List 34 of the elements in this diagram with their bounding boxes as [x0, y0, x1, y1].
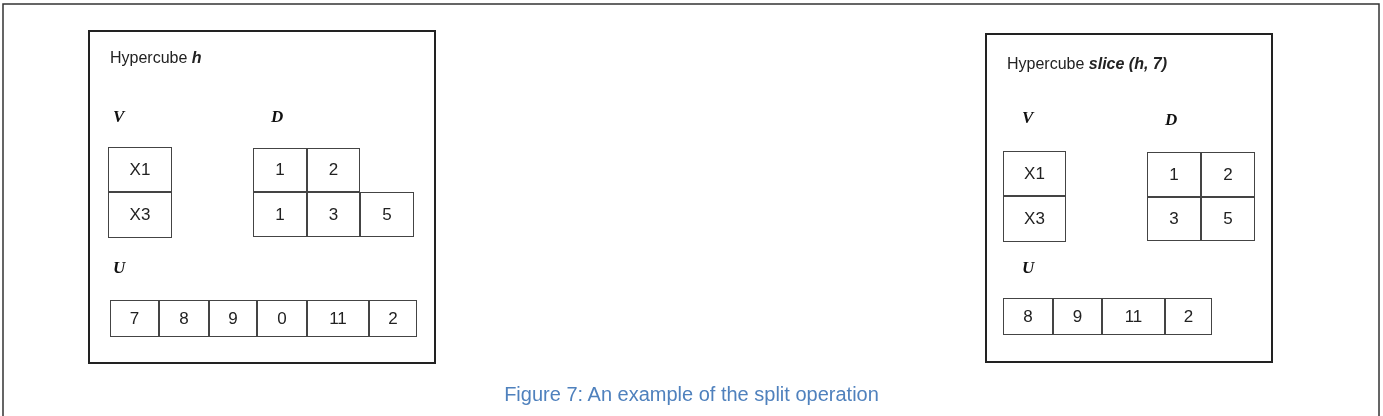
figure-caption: Figure 7: An example of the split operation	[504, 383, 879, 405]
panel-heading: Hypercube slice (h, 7)	[1007, 55, 1168, 73]
hypercube-panel	[985, 33, 1273, 363]
table-cell: 8	[1003, 298, 1053, 335]
table-cell: 5	[360, 192, 414, 237]
table-cell: 1	[253, 148, 307, 192]
table-cell: 3	[1147, 197, 1201, 241]
table-cell: 2	[1201, 152, 1255, 197]
table-cell: X3	[1003, 196, 1066, 242]
table-cell: 2	[369, 300, 417, 337]
table-cell: X1	[108, 147, 172, 192]
section-label: D	[1165, 110, 1178, 130]
section-label: U	[113, 258, 126, 278]
table-cell: 5	[1201, 197, 1255, 241]
table-cell: 2	[307, 148, 360, 192]
table-cell: 7	[110, 300, 159, 337]
table-cell: 9	[1053, 298, 1102, 335]
table-cell: 11	[1102, 298, 1165, 335]
section-label: U	[1022, 258, 1035, 278]
table-cell: 1	[253, 192, 307, 237]
table-cell: X3	[108, 192, 172, 238]
section-label: V	[113, 107, 125, 127]
table-cell: 1	[1147, 152, 1201, 197]
table-cell: 0	[257, 300, 307, 337]
table-cell: 9	[209, 300, 257, 337]
section-label: V	[1022, 108, 1034, 128]
table-cell: 8	[159, 300, 209, 337]
table-cell: 2	[1165, 298, 1212, 335]
table-cell: 11	[307, 300, 369, 337]
section-label: D	[271, 107, 284, 127]
hypercube-panel	[88, 30, 436, 364]
table-cell: 3	[307, 192, 360, 237]
panel-heading: Hypercube h	[110, 49, 202, 67]
table-cell: X1	[1003, 151, 1066, 196]
